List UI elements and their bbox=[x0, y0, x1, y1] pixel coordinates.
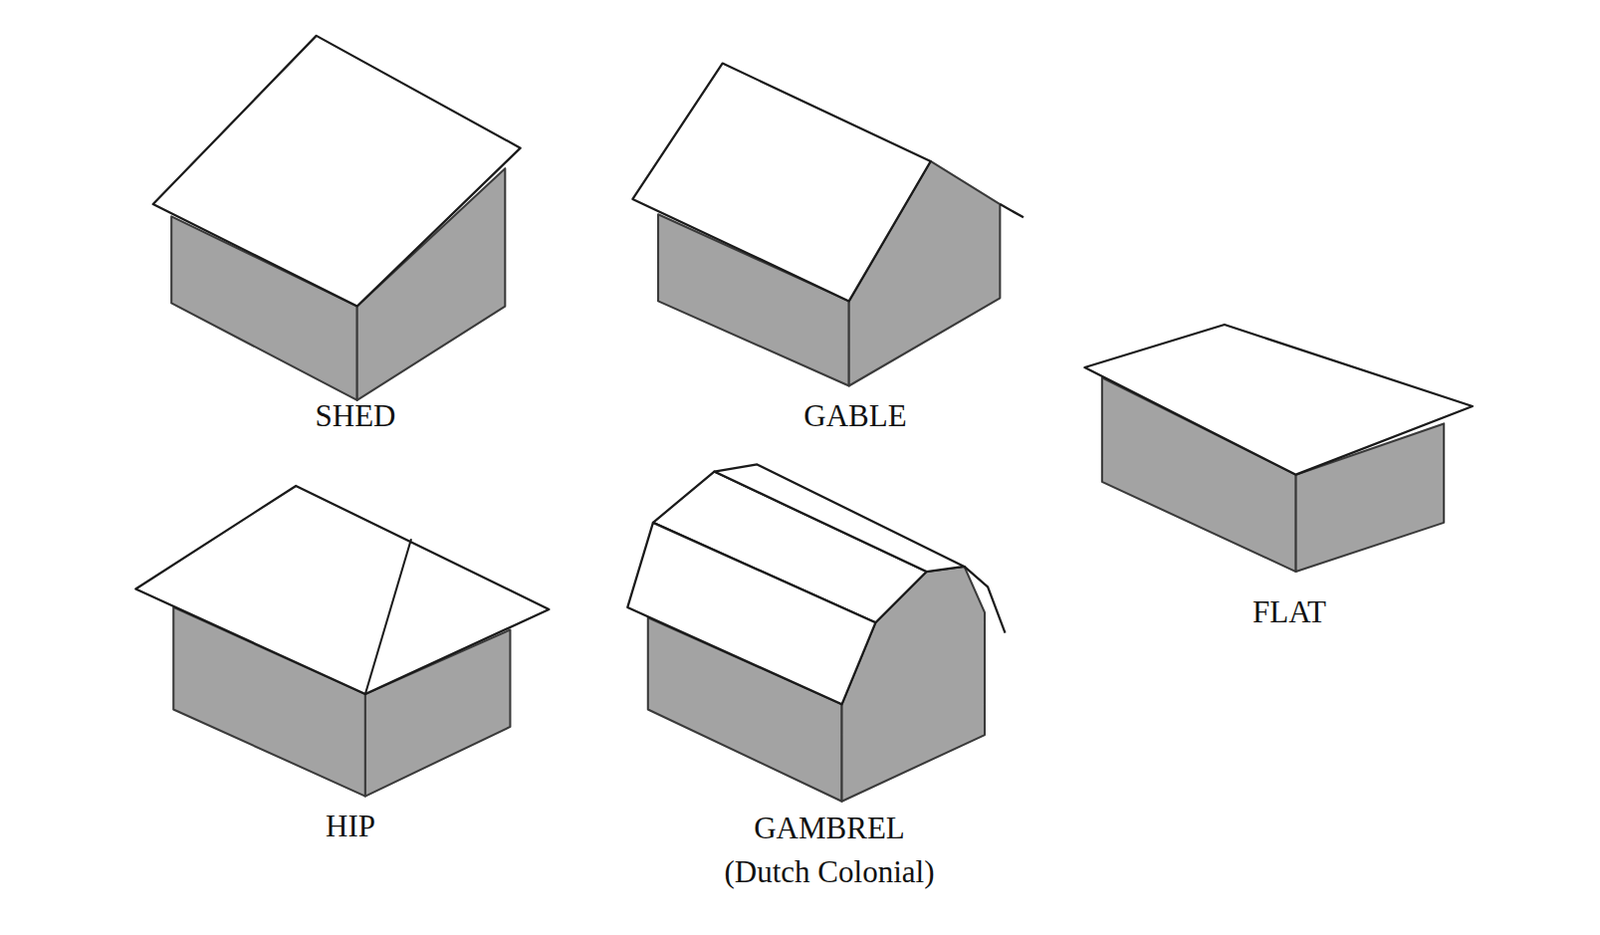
shed-roof-house bbox=[153, 35, 521, 401]
roof-type-label: HIP bbox=[325, 808, 376, 845]
roof-type-label: (Dutch Colonial) bbox=[724, 854, 935, 891]
flat-roof-house bbox=[1084, 324, 1472, 572]
roof-type-label: FLAT bbox=[1252, 594, 1327, 631]
roof-type-label: SHED bbox=[315, 398, 397, 435]
hip-roof-house bbox=[135, 485, 549, 797]
roof-type-label: GABLE bbox=[803, 398, 907, 435]
gambrel-roof-house bbox=[627, 463, 1005, 801]
gable-roof-house bbox=[632, 63, 1024, 387]
roof-type-label: GAMBREL bbox=[753, 810, 906, 847]
